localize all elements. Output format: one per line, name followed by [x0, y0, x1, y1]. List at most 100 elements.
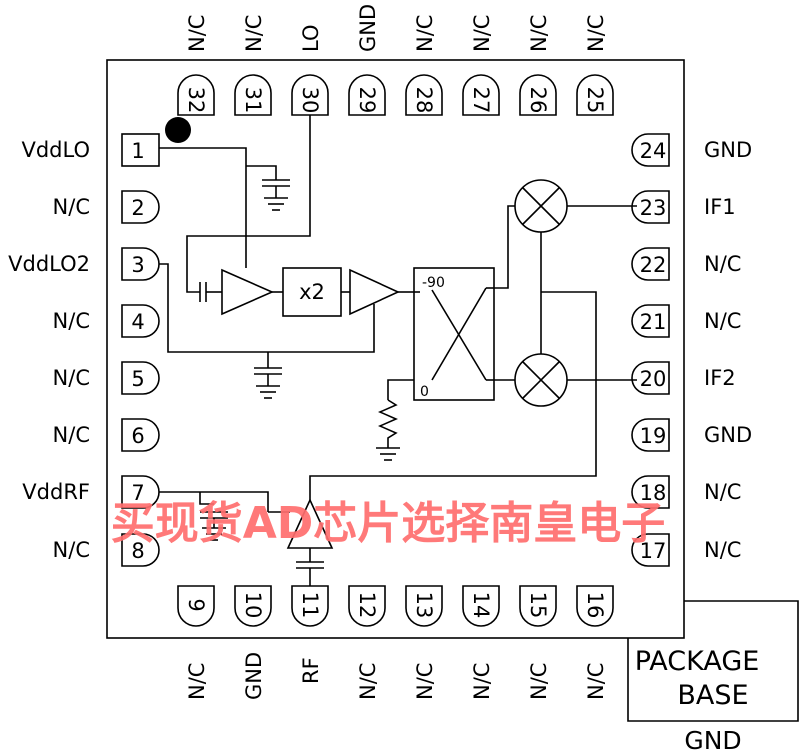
pin-26: 26 N/C	[519, 15, 557, 116]
pin-label: VddLO2	[8, 252, 90, 276]
pin-label: GND	[704, 138, 752, 162]
lo-buffer-amplifier	[349, 268, 400, 316]
pin-25: 25 N/C	[576, 15, 614, 116]
pin-label: N/C	[527, 15, 551, 52]
lo-input-wire	[186, 115, 311, 293]
pin-number: 3	[131, 253, 144, 277]
pin-number: 31	[241, 87, 265, 114]
pin-number: 20	[640, 367, 667, 391]
pin-number: 28	[412, 87, 436, 114]
hybrid-minus90-label: -90	[422, 275, 445, 291]
pin-number: 9	[184, 598, 208, 611]
pin-24: 24 GND	[631, 133, 752, 167]
package-base-line1: PACKAGE	[635, 646, 760, 677]
pin-label: GND	[704, 423, 752, 447]
pin-number: 21	[640, 310, 667, 334]
lo-amplifier	[221, 268, 274, 316]
pin-label: N/C	[704, 480, 741, 504]
pin-16: 16 N/C	[576, 585, 614, 700]
pin-number: 7	[131, 481, 144, 505]
pin-number: 13	[412, 592, 436, 619]
pin-4: 4 N/C	[53, 304, 160, 338]
pin-label: N/C	[704, 538, 741, 562]
decoupling-capacitor-1	[246, 165, 290, 198]
pin-number: 1	[131, 139, 144, 163]
pin-number: 29	[355, 87, 379, 114]
pin-label: VddRF	[22, 480, 90, 504]
pin-7: 7 VddRF	[22, 475, 160, 509]
pin-label: N/C	[584, 15, 608, 52]
pin-label: N/C	[242, 15, 266, 52]
pin-number: 27	[469, 87, 493, 114]
pin-21: 21 N/C	[631, 304, 741, 338]
pin-label: N/C	[356, 663, 380, 700]
pin-30: 30 LO	[291, 25, 329, 116]
package-base-line2: BASE	[677, 680, 748, 711]
pin-number: 14	[469, 592, 493, 619]
pin-2: 2 N/C	[53, 190, 160, 224]
pin-19: 19 GND	[631, 418, 752, 452]
pin-22: 22 N/C	[631, 247, 741, 281]
pin-5: 5 N/C	[53, 361, 160, 395]
pin-label: N/C	[527, 663, 551, 700]
pin-label: GND	[356, 4, 380, 52]
pin-number: 30	[298, 87, 322, 114]
ground-symbol-3	[376, 447, 400, 461]
pin-13: 13 N/C	[405, 585, 443, 700]
quadrature-hybrid	[413, 267, 495, 401]
frequency-doubler	[282, 267, 342, 317]
package-outline	[106, 59, 685, 639]
hybrid-to-mixer1-wire	[494, 205, 515, 289]
pin-number: 18	[640, 481, 667, 505]
pin-label: N/C	[185, 663, 209, 700]
pin-label: N/C	[53, 538, 90, 562]
rf-distribution-wire	[309, 291, 597, 500]
hybrid-zero-label: 0	[420, 384, 429, 400]
pin-label: N/C	[53, 309, 90, 333]
pin-number: 5	[131, 367, 144, 391]
ground-symbol-2	[256, 385, 280, 399]
pin1-indicator-dot	[165, 117, 191, 143]
pin-number: 25	[583, 87, 607, 114]
pin-label: N/C	[53, 195, 90, 219]
pin-number: 6	[131, 424, 144, 448]
pin-number: 24	[640, 139, 667, 163]
pin-8: 8 N/C	[53, 533, 160, 567]
pin-label: N/C	[413, 663, 437, 700]
vddlo-wire	[159, 147, 247, 268]
pin-31: 31 N/C	[234, 15, 272, 116]
lo-coupling-capacitor	[199, 282, 222, 302]
pin-label: VddLO	[21, 138, 90, 162]
mixer-2	[514, 353, 568, 407]
rf-coupling-capacitor	[296, 548, 324, 586]
pin-label: IF2	[704, 366, 736, 390]
pin-32: 32 N/C	[177, 15, 215, 116]
pin-number: 11	[298, 592, 322, 619]
pin-11: 11 RF	[291, 585, 329, 684]
pin-label: RF	[299, 657, 323, 684]
pin-number: 4	[131, 310, 144, 334]
pin-number: 10	[241, 592, 265, 619]
pin-label: N/C	[413, 15, 437, 52]
pin-20: 20 IF2	[631, 361, 736, 395]
pin-14: 14 N/C	[462, 585, 500, 700]
pin-label: N/C	[53, 366, 90, 390]
pin-label: N/C	[53, 423, 90, 447]
pin-number: 15	[526, 592, 550, 619]
pin-27: 27 N/C	[462, 15, 500, 116]
package-base-gnd-label: GND	[684, 726, 741, 755]
pin-number: 8	[131, 539, 144, 563]
pin-number: 16	[583, 592, 607, 619]
pin-15: 15 N/C	[519, 585, 557, 700]
ground-symbol-1	[264, 197, 288, 211]
pin-9: 9 N/C	[177, 585, 215, 700]
pin-12: 12 N/C	[348, 585, 386, 700]
pin-label: IF1	[704, 195, 736, 219]
pin-label: N/C	[470, 15, 494, 52]
pin-17: 17 N/C	[631, 533, 741, 567]
decoupling-capacitor-3	[199, 492, 228, 541]
pin-29: 29 GND	[348, 4, 386, 116]
pin-label: N/C	[185, 15, 209, 52]
pin-number: 19	[640, 424, 667, 448]
pin-23: 23 IF1	[631, 190, 736, 224]
